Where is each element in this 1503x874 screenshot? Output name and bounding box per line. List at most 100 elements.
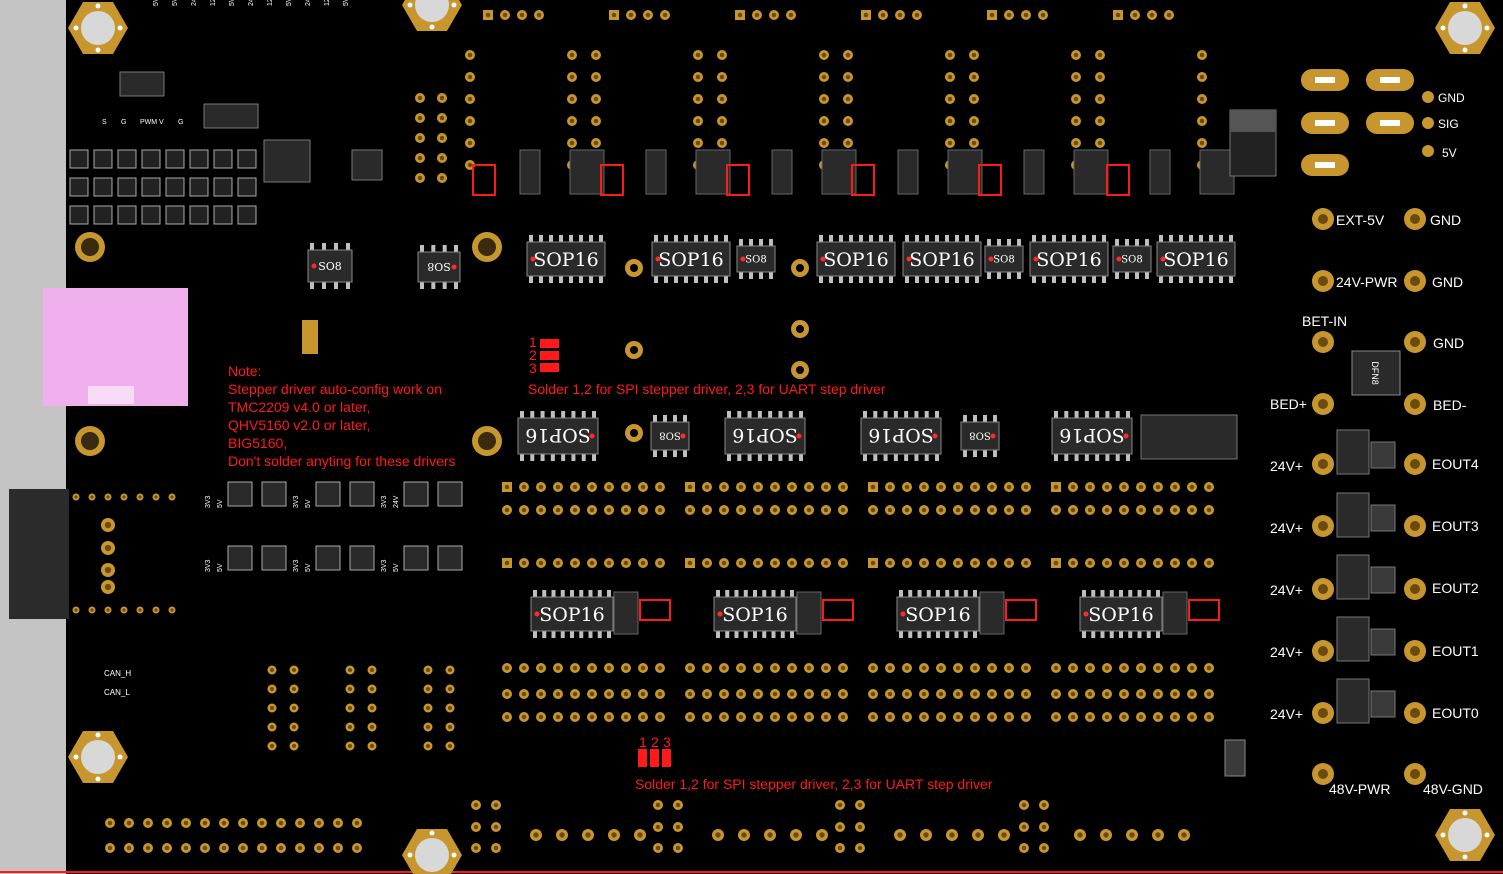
chip-pin <box>993 415 997 422</box>
pad-icon <box>640 714 646 720</box>
chip-pin <box>1128 590 1133 597</box>
pad-icon <box>675 845 681 851</box>
pad-icon <box>1206 714 1212 720</box>
chip-pin <box>973 450 977 457</box>
pad-icon <box>1138 507 1144 513</box>
pad-icon <box>687 560 693 566</box>
jumper-lower-pad-1[interactable] <box>638 749 647 767</box>
component-icon <box>349 481 375 507</box>
pad-icon <box>971 118 977 124</box>
chip-pin <box>1137 590 1142 597</box>
pad-icon <box>823 484 829 490</box>
mounting-hole-icon <box>407 852 413 858</box>
chip-pin <box>1135 272 1139 279</box>
pad-icon <box>789 507 795 513</box>
chip-pin <box>1219 235 1223 242</box>
pad-icon <box>955 665 961 671</box>
chip-pin <box>1189 235 1193 242</box>
chip-pin <box>935 235 939 242</box>
chip-pin <box>442 245 447 252</box>
chip-pin <box>747 411 752 418</box>
pad-icon <box>1318 337 1328 347</box>
component-icon <box>261 481 287 507</box>
pad-icon <box>1041 845 1047 851</box>
pad-icon <box>611 832 617 838</box>
chip-pin <box>759 239 763 246</box>
chip-pin <box>945 590 950 597</box>
pad-icon <box>1021 845 1027 851</box>
jumper-upper: 1 2 3 Solder 1,2 for SPI stepper driver,… <box>528 334 886 397</box>
pad-icon <box>473 824 479 830</box>
chip-pin <box>561 411 566 418</box>
pad-icon <box>1318 769 1328 779</box>
jumper-lower-pad-3[interactable] <box>662 749 671 767</box>
pad-icon <box>606 665 612 671</box>
mounting-hole-icon <box>73 25 79 31</box>
chip-pin <box>560 631 565 638</box>
ic-chip-icon <box>530 596 614 632</box>
highlight-box <box>822 599 854 621</box>
mounting-hole-icon <box>81 740 115 774</box>
chip-pin <box>607 590 611 597</box>
pad-icon <box>870 560 876 566</box>
chip-pin <box>1042 235 1046 242</box>
pad-icon <box>823 560 829 566</box>
chip-pin <box>520 411 524 418</box>
chip-pin <box>727 411 731 418</box>
pad-icon <box>695 140 701 146</box>
pad-icon <box>921 507 927 513</box>
via-icon <box>630 346 638 354</box>
right-connector-pads <box>1301 69 1434 785</box>
chip-pin <box>529 276 533 283</box>
jumper-upper-pad-2[interactable] <box>540 351 559 360</box>
pad-icon <box>104 521 112 529</box>
pad-icon <box>821 140 827 146</box>
chip-marker <box>655 256 661 262</box>
pad-icon <box>1121 665 1127 671</box>
sd-card-eject <box>88 386 134 404</box>
pad-icon <box>240 845 246 851</box>
jumper-upper-pad-1[interactable] <box>540 339 559 348</box>
pad-icon <box>704 714 710 720</box>
pad-icon <box>789 665 795 671</box>
ic-chip-icon <box>896 596 980 632</box>
voltage-label: 24V <box>305 0 312 6</box>
component-icon <box>165 205 185 225</box>
pad-icon <box>447 705 453 711</box>
chip-pin <box>561 454 566 461</box>
component-icon <box>821 149 857 195</box>
chip-marker <box>1033 256 1039 262</box>
pad-icon <box>1001 832 1007 838</box>
pad-icon <box>741 832 747 838</box>
pad-icon <box>1023 484 1029 490</box>
jumper-lower-3: 3 <box>663 734 671 750</box>
chip-pin <box>863 454 867 461</box>
pad-icon <box>657 714 663 720</box>
pad-icon <box>1023 665 1029 671</box>
pad-icon <box>840 665 846 671</box>
pad-icon <box>921 665 927 671</box>
jumper-upper-pad-3[interactable] <box>540 363 559 372</box>
chip-pin <box>749 272 753 279</box>
pad-icon <box>1199 140 1205 146</box>
chip-pin <box>714 235 718 242</box>
label-ext-5v: EXT-5V <box>1336 212 1385 228</box>
jumper-lower-pad-2[interactable] <box>650 749 659 767</box>
pad-icon <box>821 96 827 102</box>
chip-pin <box>973 590 977 597</box>
pad-icon <box>704 691 710 697</box>
chip-pin <box>936 590 940 597</box>
component-icon <box>1336 616 1370 662</box>
pad-icon <box>439 135 445 141</box>
silkscreen-layer: SGPWMVG5V5V24V12V5V24V12V5V24V12V5V3V35V… <box>102 0 400 572</box>
pad-icon <box>904 484 910 490</box>
pad-icon <box>1410 276 1420 286</box>
component-icon <box>979 591 1005 635</box>
component-icon <box>1149 149 1171 195</box>
pad-icon <box>738 691 744 697</box>
chip-pin <box>1229 235 1233 242</box>
component-icon <box>237 149 257 169</box>
solder-note-lower: Solder 1,2 for SPI stepper driver, 2,3 f… <box>635 776 993 792</box>
pad-icon <box>1023 714 1029 720</box>
